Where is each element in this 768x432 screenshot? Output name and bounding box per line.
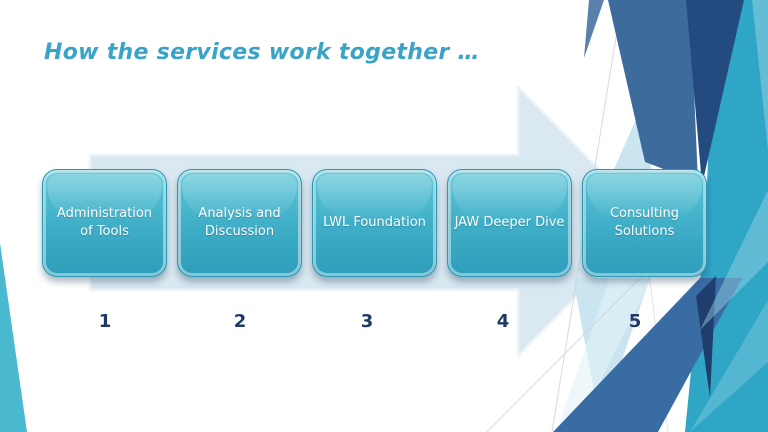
process-step-label: Consulting Solutions bbox=[609, 206, 680, 239]
process-step-box-4: JAW Deeper Dive bbox=[447, 169, 572, 277]
decor-navy-triangle bbox=[686, 0, 744, 185]
process-step-label: Analysis and Discussion bbox=[198, 206, 281, 239]
process-step-label: Administration of Tools bbox=[56, 206, 153, 239]
decor-steel-triangle bbox=[608, 0, 698, 182]
process-step-box-5: Consulting Solutions bbox=[582, 169, 707, 277]
decor-teal-streak-top bbox=[752, 0, 768, 150]
process-step-label: JAW Deeper Dive bbox=[454, 215, 565, 231]
right-decoration bbox=[486, 0, 768, 432]
decor-teal-streak-bottom bbox=[690, 300, 768, 432]
process-step-box-3: LWL Foundation bbox=[312, 169, 437, 277]
left-corner-wedge bbox=[0, 243, 27, 432]
step-number-1: 1 bbox=[98, 311, 112, 332]
process-step-box-2: Analysis and Discussion bbox=[177, 169, 302, 277]
decor-steel-sliver bbox=[584, 0, 604, 58]
process-step-box-1: Administration of Tools bbox=[42, 169, 167, 277]
step-number-4: 4 bbox=[496, 311, 510, 332]
slide-title: How the services work together … bbox=[44, 40, 480, 65]
step-number-3: 3 bbox=[360, 311, 374, 332]
decor-blue-diagonal-band bbox=[553, 278, 742, 432]
step-number-5: 5 bbox=[628, 311, 642, 332]
process-step-label: LWL Foundation bbox=[323, 215, 426, 231]
decor-teal-streak-mid bbox=[700, 190, 768, 330]
decor-pale-light-wedge bbox=[556, 278, 652, 432]
decor-navy-accent bbox=[696, 276, 716, 398]
step-number-2: 2 bbox=[233, 311, 247, 332]
